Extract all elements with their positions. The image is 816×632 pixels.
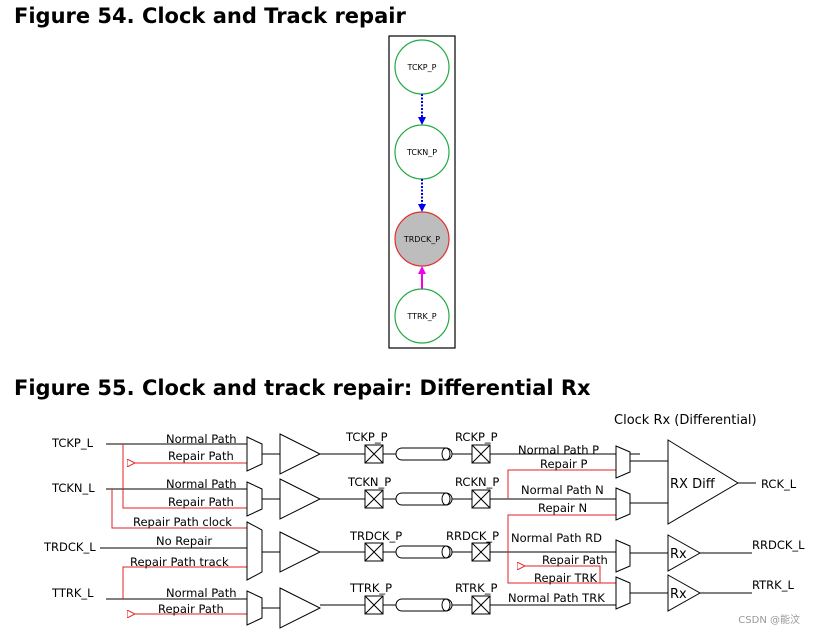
label-repair-path-2: Repair Path [168,495,234,509]
node-label-tckp-p: TCKP_P [407,63,437,72]
tx-mux-trk [246,590,263,626]
rx-pad-rrdck-p: RRDCK_P [446,529,499,543]
output-rrdck-l: RRDCK_L [752,538,805,552]
rx-mux-trk [615,576,631,610]
label-repair-p: Repair P [540,457,587,471]
figure-54-title: Figure 54. Clock and Track repair [14,4,406,28]
tx-pad-ttrk-p: TTRK_P [349,581,392,595]
node-label-tckn-p: TCKN_P [406,148,437,157]
output-rck-l: RCK_L [761,477,797,491]
node-label-ttrk-p: TTRK_P [406,312,436,321]
input-tckn-l: TCKN_L [51,481,95,495]
rx-label-rrdck: Rx [670,547,687,562]
tx-mux-trdck [246,521,263,581]
rx-amplifier-rtrk [667,574,702,612]
label-repair-path-3: Repair Path [158,602,224,616]
label-no-repair: No Repair [156,534,212,548]
tx-buffer-trdck [279,531,322,573]
rx-amplifier-rrdck [667,534,702,572]
input-tckp-l: TCKP_L [51,436,94,450]
input-trdck-l: TRDCK_L [43,540,96,554]
label-repair-n: Repair N [538,501,587,515]
label-normal-path-n: Normal Path N [521,483,604,497]
tx-buffer-ckp [279,433,322,475]
repair-wires-left [111,444,247,614]
label-normal-path-trk: Normal Path TRK [508,591,605,605]
repair-wires-right [507,469,616,584]
rx-pad-rckn-p: RCKN_P [455,475,499,489]
figure-54-diagram: TCKP_P TCKN_P TRDCK_P TTRK_P [388,35,456,349]
figure-55-title: Figure 55. Clock and track repair: Diffe… [14,376,591,400]
label-normal-path-rd: Normal Path RD [511,531,602,545]
rx-mux-n [615,487,631,521]
figure-55-diagram: TCKP_L TCKN_L TRDCK_L TTRK_L Normal Path… [43,413,805,629]
label-repair-path-clock: Repair Path clock [133,515,232,529]
rx-diff-label: RX Diff [670,477,716,492]
rx-label-rtrk: Rx [670,587,687,602]
label-repair-path-rx: Repair Path [542,553,608,567]
rx-mux-rd [615,539,631,573]
tx-pad-tckn-p: TCKN_P [347,475,391,489]
output-rtrk-l: RTRK_L [752,578,794,592]
label-repair-path-track: Repair Path track [130,555,229,569]
tx-muxes [246,436,263,626]
clock-rx-label: Clock Rx (Differential) [614,413,757,428]
rx-mux-p [615,445,631,479]
label-repair-path-1: Repair Path [168,449,234,463]
watermark: CSDN @能汶 [738,615,800,626]
label-normal-path-p: Normal Path P [518,443,599,457]
input-wires [100,443,247,600]
node-label-trdck-p: TRDCK_P [403,235,440,244]
tx-pad-trdck-p: TRDCK_P [349,529,402,543]
label-repair-trk: Repair TRK [534,571,597,585]
tx-buffers [279,433,322,629]
rx-pad-rtrk-p: RTRK_P [455,581,497,595]
rx-muxes [615,445,631,610]
label-normal-path-2: Normal Path [166,477,237,491]
tx-pad-tckp-p: TCKP_P [345,430,388,444]
label-normal-path-1: Normal Path [166,432,237,446]
rx-diff-amplifier [667,439,739,525]
label-normal-path-3: Normal Path [166,586,237,600]
rx-pad-rckp-p: RCKP_P [455,430,498,444]
tx-mux-ckn [246,481,263,517]
tx-buffer-ckn [279,478,322,520]
tx-mux-ckp [246,436,263,472]
input-ttrk-l: TTRK_L [51,586,94,600]
tx-buffer-trk [279,587,322,629]
